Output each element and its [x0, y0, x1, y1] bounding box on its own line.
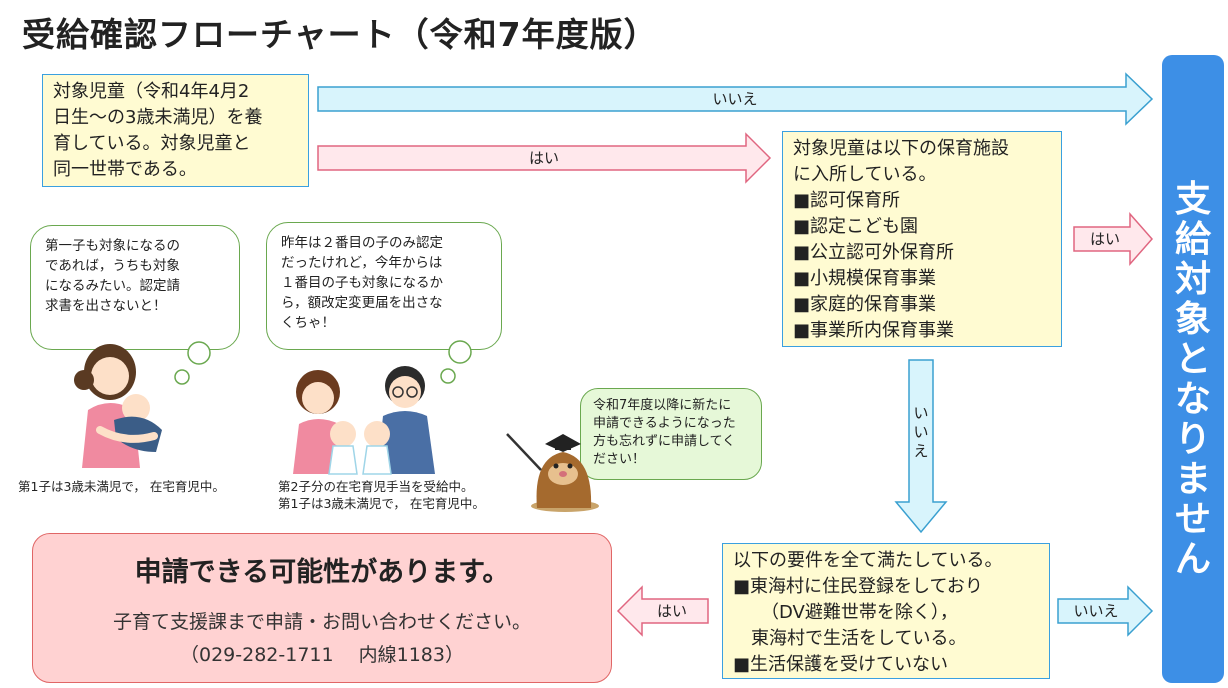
caption-2: 第2子分の在宅育児手当を受給中。 第1子は3歳未満児で， 在宅育児中。 [278, 478, 528, 512]
bubble-2-line: 昨年は２番目の子のみ認定 [281, 235, 443, 251]
arrow-label-yes: はい [656, 602, 687, 620]
arrow-q3-yes: はい [616, 585, 709, 637]
result-char: ん [1174, 539, 1211, 580]
question-box-2: 対象児童は以下の保育施設 に入所している。 ■認可保育所 ■認定こども園 ■公立… [782, 131, 1062, 347]
question-2-line: に入所している。 [793, 164, 937, 185]
question-2-line: ■事業所内保育事業 [793, 320, 955, 341]
caption-2-line: 第2子分の在宅育児手当を受給中。 [278, 479, 474, 494]
question-2-line: ■公立認可外保育所 [793, 242, 955, 263]
result-char: と [1174, 339, 1211, 380]
arrow-q1-yes: はい [317, 132, 772, 184]
question-1-line: 日生〜の3歳未満児）を養 [53, 107, 263, 128]
bubble-3-line: 方も忘れずに申請してく [593, 434, 736, 449]
speech-bubble-2: 昨年は２番目の子のみ認定 だったけれど，今年からは １番目の子も対象になるか ら… [266, 222, 502, 350]
question-box-1: 対象児童（令和4年4月2 日生〜の3歳未満児）を養 育している。対象児童と 同一… [42, 74, 309, 187]
arrow-label-yes: はい [1089, 230, 1120, 248]
arrow-q2-no: いいえ [894, 359, 948, 534]
arrow-label-yes: はい [528, 149, 559, 167]
question-2-line: ■家庭的保育事業 [793, 294, 937, 315]
question-1-line: 育している。対象児童と [53, 133, 251, 154]
question-3-line: 以下の要件を全て満たしている。 [733, 550, 1003, 571]
question-3-line: 東海村で生活をしている。 [751, 628, 967, 649]
result-char: 対 [1174, 259, 1211, 300]
family-illustration [293, 366, 435, 475]
arrow-label-no: いいえ [1073, 602, 1119, 620]
mother-with-baby-illustration [74, 344, 162, 468]
bubble-2-line: くちゃ！ [281, 315, 335, 331]
question-3-line: ■東海村に住民登録をしており [733, 576, 983, 597]
apply-result-box: 申請できる可能性があります。 子育て支援課まで申請・お問い合わせください。 （0… [32, 533, 612, 683]
caption-2-line: 第1子は3歳未満児で， 在宅育児中。 [278, 496, 485, 511]
question-2-line: ■認可保育所 [793, 190, 901, 211]
arrow-label-no: いいえ [913, 404, 929, 460]
bubble-1-line: 求書を出さないと！ [45, 298, 167, 314]
bubble-3-line: 令和7年度以降に新たに [593, 398, 732, 413]
speech-bubble-3: 令和7年度以降に新たに 申請できるようになった 方も忘れずに申請してく ださい！ [580, 388, 762, 480]
apply-heading: 申請できる可能性があります。 [134, 557, 510, 588]
thought-dots-1 [174, 341, 211, 385]
caption-1: 第1子は3歳未満児で， 在宅育児中。 [18, 478, 268, 495]
result-char: せ [1174, 499, 1211, 540]
result-char: な [1174, 379, 1211, 420]
result-char: り [1174, 419, 1211, 460]
question-1-line: 同一世帯である。 [53, 159, 197, 180]
mole-teacher-illustration [506, 433, 599, 512]
question-box-3: 以下の要件を全て満たしている。 ■東海村に住民登録をしており （DV避難世帯を除… [722, 543, 1050, 679]
question-2-line: ■認定こども園 [793, 216, 919, 237]
question-3-line: （DV避難世帯を除く）， [761, 602, 958, 623]
speech-bubble-1: 第一子も対象になるの であれば，うちも対象 になるみたい。認定請 求書を出さない… [30, 225, 240, 350]
result-char: ま [1174, 459, 1211, 500]
bubble-1-line: になるみたい。認定請 [45, 278, 180, 294]
bubble-2-line: だったけれど，今年からは [281, 255, 443, 271]
result-char: 給 [1174, 219, 1211, 260]
bubble-2-line: ら，額改定変更届を出さな [281, 295, 443, 311]
question-2-line: 対象児童は以下の保育施設 [793, 138, 1009, 159]
page-title: 受給確認フローチャート（令和7年度版） [22, 15, 658, 54]
thought-dots-2 [440, 340, 472, 384]
arrow-q1-no: いいえ [317, 72, 1154, 126]
bubble-3-line: ださい！ [593, 452, 646, 467]
bubble-1-line: 第一子も対象になるの [45, 238, 180, 254]
result-char: 象 [1174, 299, 1211, 340]
arrow-q2-yes: はい [1073, 212, 1153, 266]
apply-instruction: 子育て支援課まで申請・お問い合わせください。 [112, 611, 531, 633]
arrow-q3-no: いいえ [1057, 585, 1154, 637]
arrow-label-no: いいえ [712, 90, 758, 108]
question-1-line: 対象児童（令和4年4月2 [53, 81, 250, 102]
result-char: 支 [1174, 179, 1211, 220]
bubble-1-line: であれば，うちも対象 [45, 258, 180, 274]
bubble-2-line: １番目の子も対象になるか [281, 275, 443, 291]
question-2-line: ■小規模保育事業 [793, 268, 937, 289]
question-3-line: ■生活保護を受けていない [733, 654, 949, 675]
caption-1-line: 第1子は3歳未満児で， 在宅育児中。 [18, 479, 225, 494]
bubble-3-line: 申請できるようになった [593, 416, 736, 431]
not-eligible-bar: 支 給 対 象 と な り ま せ ん [1162, 55, 1224, 683]
apply-phone: （029-282-1711 内線1183） [180, 644, 464, 666]
